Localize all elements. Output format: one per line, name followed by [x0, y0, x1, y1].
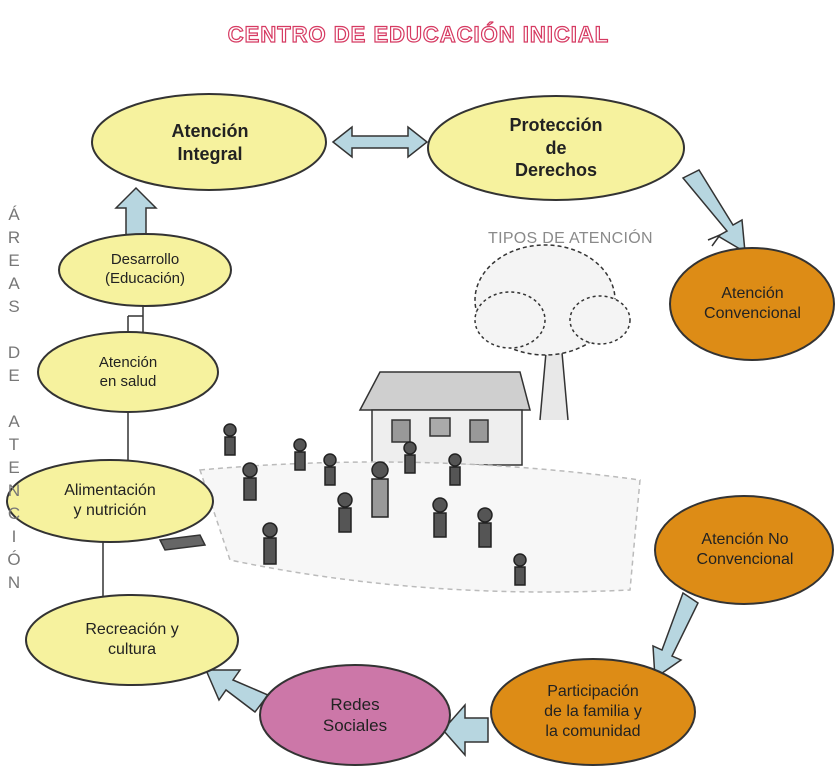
node-atencion-integral-label: Atención Integral [171, 121, 249, 164]
connector-line [707, 233, 723, 247]
node-alimentacion [6, 459, 214, 543]
node-no-convencional-label: Atención No Convencional [696, 531, 794, 568]
diagram-title: CENTRO DE EDUCACIÓN INICIAL [227, 21, 610, 47]
node-alimentacion-label: Alimentación y nutrición [64, 482, 156, 519]
side-label-letter: C [7, 504, 21, 523]
node-atencion-salud [37, 331, 219, 413]
side-label-letter: E [8, 366, 20, 385]
node-recreacion-label: Recreación y cultura [85, 621, 179, 658]
side-label-letter: R [7, 228, 21, 247]
school-illustration [158, 244, 641, 593]
side-label-letter: S [8, 297, 20, 316]
node-proteccion-derechos-label: Protección de Derechos [509, 115, 603, 181]
side-label-letter: N [7, 481, 21, 500]
node-redes-sociales-label: Redes Sociales [322, 694, 388, 735]
node-participacion-label: Participación de la familia y la comunid… [544, 683, 642, 740]
side-label-letter: Ó [7, 550, 21, 569]
left-arrow [442, 703, 489, 757]
node-proteccion-derechos [427, 95, 685, 201]
side-label-letter: Á [8, 205, 20, 224]
node-no-convencional [654, 495, 834, 605]
node-atencion-convencional-label: Atención Convencional [704, 285, 801, 322]
diagonal-arrow [681, 169, 746, 254]
side-label-letter: N [7, 573, 21, 592]
node-atencion-integral [91, 93, 327, 191]
side-label-letter: D [7, 343, 21, 362]
node-participacion [490, 658, 696, 766]
double-arrow [331, 125, 429, 159]
node-atencion-salud-label: Atención en salud [98, 354, 158, 390]
side-label-letter: E [8, 458, 20, 477]
side-label-letter: T [8, 435, 20, 454]
node-desarrollo-label: Desarrollo (Educación) [104, 251, 186, 287]
side-label-letter: E [8, 251, 20, 270]
node-redes-sociales [259, 664, 451, 766]
node-atencion-convencional [669, 247, 835, 361]
diagonal-arrow [204, 669, 270, 714]
side-label-letter: I [11, 527, 17, 546]
node-recreacion [25, 594, 239, 686]
side-label-letter: A [8, 412, 20, 431]
types-label: TIPOS DE ATENCIÓN [488, 230, 653, 247]
side-label-letter: A [8, 274, 20, 293]
node-desarrollo [58, 233, 232, 307]
diagonal-arrow [652, 591, 699, 680]
